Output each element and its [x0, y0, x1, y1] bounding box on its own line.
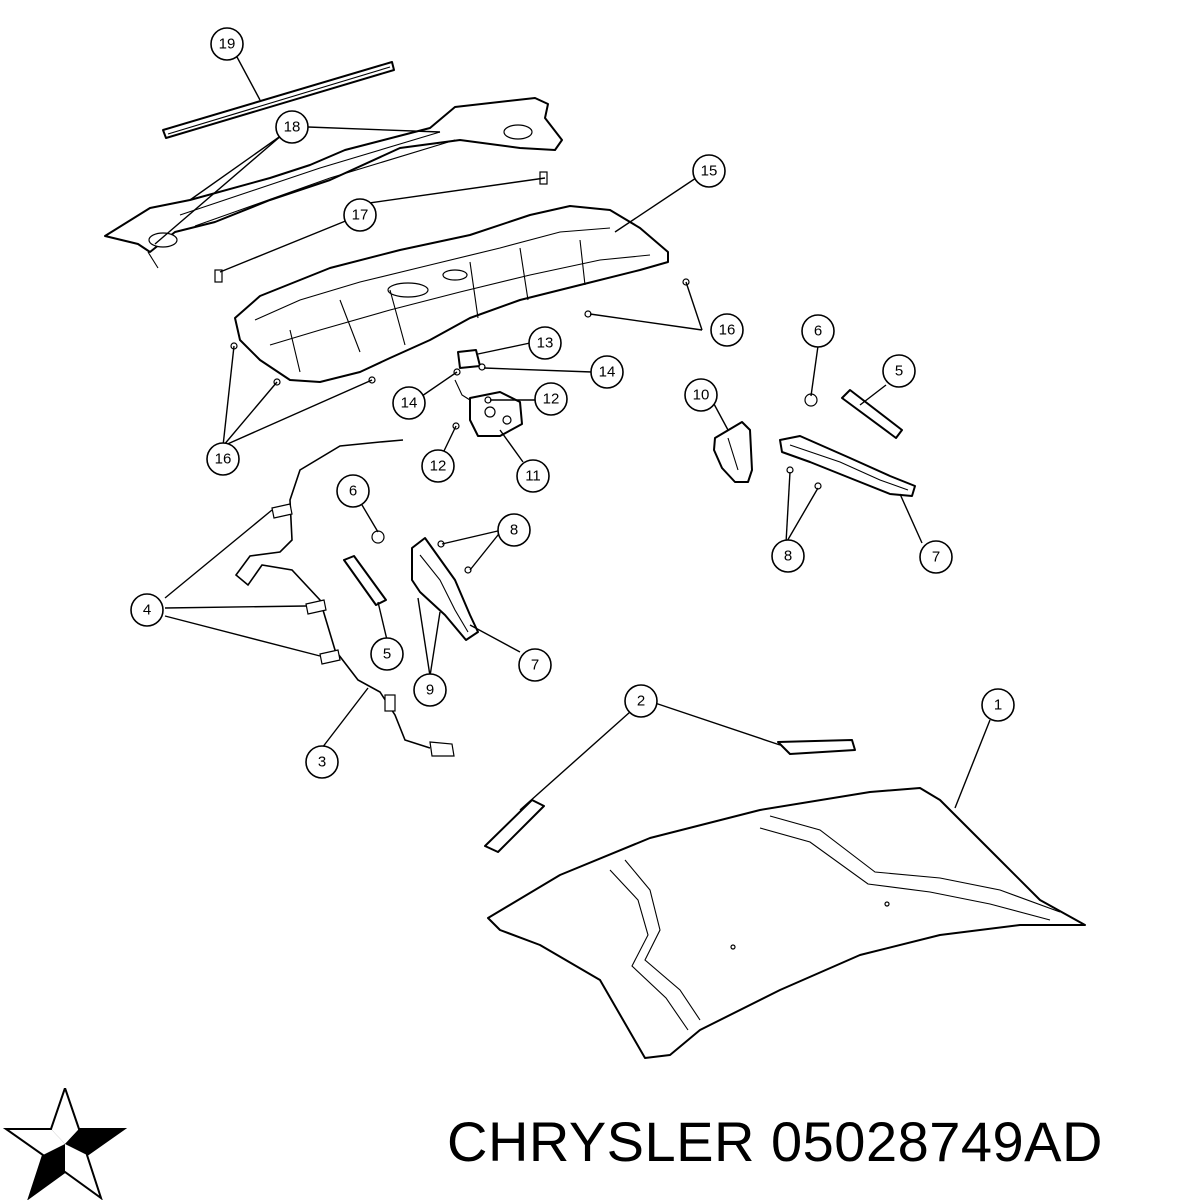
- callout-19: 19: [210, 27, 244, 61]
- callout-13: 13: [528, 326, 562, 360]
- callout-3: 3: [305, 745, 339, 779]
- callout-8: 8: [771, 539, 805, 573]
- callout-17: 17: [343, 198, 377, 232]
- svg-text:16: 16: [719, 322, 736, 339]
- svg-text:17: 17: [352, 207, 369, 224]
- svg-text:15: 15: [701, 163, 718, 180]
- svg-text:1: 1: [994, 697, 1002, 714]
- svg-text:6: 6: [814, 323, 822, 340]
- svg-text:2: 2: [637, 693, 645, 710]
- svg-text:5: 5: [895, 363, 903, 380]
- part-striker: [453, 349, 486, 376]
- callout-10: 10: [684, 378, 718, 412]
- callout-12: 12: [534, 382, 568, 416]
- part-hinge-right: [779, 435, 916, 497]
- part-trunk-lid: [487, 787, 1086, 1059]
- svg-text:19: 19: [219, 36, 236, 53]
- callout-1: 1: [981, 688, 1015, 722]
- callout-14: 14: [590, 355, 624, 389]
- callout-6: 6: [801, 314, 835, 348]
- part-trim: [484, 739, 856, 853]
- part-cowl-panel: [104, 97, 563, 269]
- svg-text:13: 13: [537, 335, 554, 352]
- callout-15: 15: [692, 154, 726, 188]
- svg-text:7: 7: [932, 549, 940, 566]
- callout-8: 8: [497, 513, 531, 547]
- callout-2: 2: [624, 684, 658, 718]
- part-bracket: [713, 421, 753, 483]
- svg-text:5: 5: [383, 646, 391, 663]
- svg-text:12: 12: [430, 458, 447, 475]
- svg-text:14: 14: [401, 395, 418, 412]
- callout-9: 9: [413, 673, 447, 707]
- svg-text:6: 6: [349, 483, 357, 500]
- callouts: 19 18 17 15 16 16 13 14 14 12 12 11 6 5 …: [130, 27, 1015, 779]
- callout-5: 5: [882, 354, 916, 388]
- svg-text:18: 18: [284, 119, 301, 136]
- part-clips: [271, 503, 341, 665]
- callout-6: 6: [336, 474, 370, 508]
- part-hinge-left: [411, 537, 479, 641]
- callout-4: 4: [130, 593, 164, 627]
- part-gas-strut: [343, 389, 903, 606]
- callout-7: 7: [518, 648, 552, 682]
- callout-12: 12: [421, 449, 455, 483]
- part-weatherstrip: [162, 61, 395, 139]
- svg-text:11: 11: [525, 468, 541, 485]
- part-release-cable: [234, 439, 455, 757]
- callout-7: 7: [919, 540, 953, 574]
- callout-14: 14: [392, 386, 426, 420]
- callout-18: 18: [275, 110, 309, 144]
- svg-text:14: 14: [599, 364, 616, 381]
- chrysler-pentastar-logo: [2, 1088, 128, 1200]
- brand-name: CHRYSLER: [447, 1110, 755, 1173]
- part-inner-panel: [234, 205, 669, 383]
- svg-text:8: 8: [510, 522, 518, 539]
- leader-lines: [154, 56, 991, 811]
- svg-text:8: 8: [784, 548, 792, 565]
- svg-text:4: 4: [143, 602, 151, 619]
- callout-5: 5: [370, 637, 404, 671]
- svg-text:10: 10: [693, 387, 710, 404]
- svg-text:3: 3: [318, 754, 326, 771]
- part-number: 05028749AD: [771, 1110, 1103, 1173]
- callout-11: 11: [516, 459, 550, 493]
- part-latch: [452, 379, 523, 437]
- callout-16: 16: [710, 313, 744, 347]
- svg-text:16: 16: [215, 451, 232, 468]
- svg-text:7: 7: [531, 657, 539, 674]
- svg-text:9: 9: [426, 682, 434, 699]
- svg-text:12: 12: [543, 391, 560, 408]
- part-ball-stud: [371, 393, 818, 544]
- brand-part-number: CHRYSLER 05028749AD: [447, 1110, 1103, 1174]
- callout-16: 16: [206, 442, 240, 476]
